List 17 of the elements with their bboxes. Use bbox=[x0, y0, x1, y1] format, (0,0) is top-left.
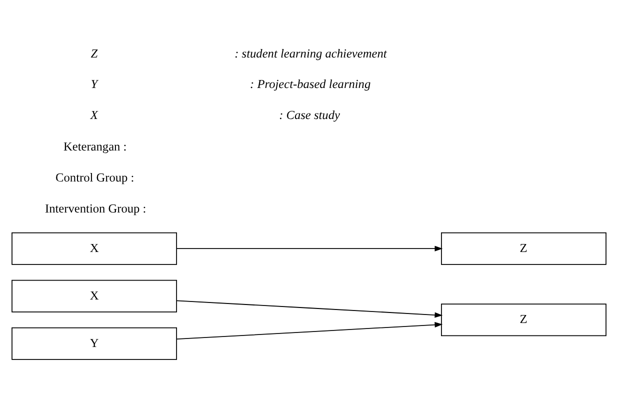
arrow bbox=[176, 322, 443, 340]
label: Y bbox=[90, 76, 98, 91]
label: : Project-based learning bbox=[250, 76, 371, 91]
label: X bbox=[90, 107, 98, 122]
label: Control Group : bbox=[56, 170, 134, 184]
arrow bbox=[176, 245, 443, 251]
label: : Case study bbox=[279, 107, 340, 122]
label: Z bbox=[90, 46, 98, 60]
node-box: X bbox=[12, 279, 177, 312]
label: : student learning achievement bbox=[234, 46, 387, 60]
label: Intervention Group : bbox=[45, 200, 146, 215]
label: Keterangan : bbox=[63, 139, 127, 154]
node-box: Z bbox=[441, 303, 606, 336]
node-box: X bbox=[12, 232, 177, 264]
arrow bbox=[176, 300, 443, 318]
node-box: Z bbox=[441, 232, 606, 264]
node-box: Y bbox=[12, 326, 177, 360]
